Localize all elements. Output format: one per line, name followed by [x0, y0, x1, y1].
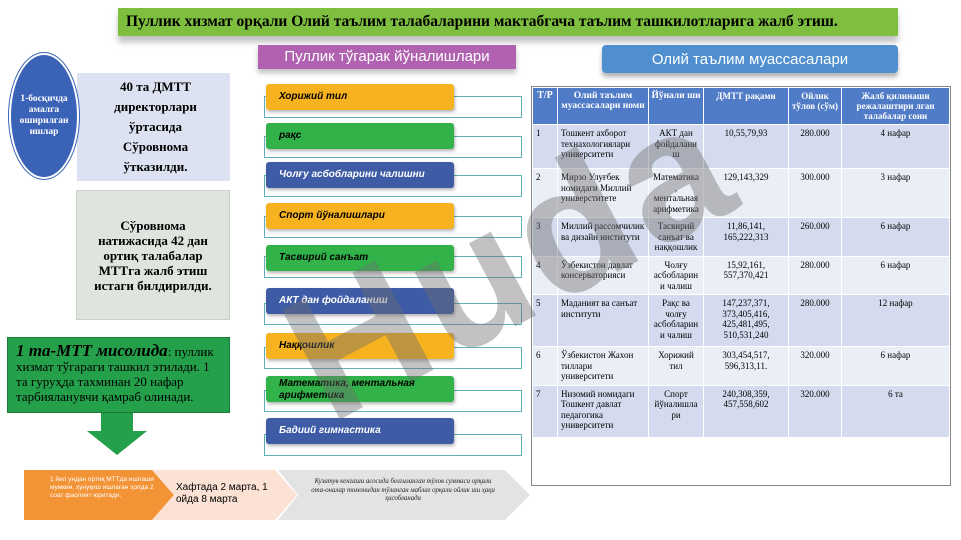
process-step-3: Кузатув кенгаши асосида белгиланган тўло…: [278, 470, 530, 520]
direction-item: Спорт йўналишлари: [266, 203, 454, 229]
table-cell: 3 нафар: [841, 168, 950, 218]
direction-item: Наққошлик: [266, 333, 454, 359]
table-cell: 280.000: [788, 124, 842, 169]
column-header: Ойлик тўлов (сўм): [788, 87, 842, 125]
table-cell: 6 нафар: [841, 346, 950, 386]
direction-item: Чолғу асбобларини чалишни: [266, 162, 454, 188]
survey-result-box: Сўровнома натижасида 42 дан ортиқ талаба…: [76, 190, 230, 320]
process-step-1: 1 йил ундан ортиқ МТТда ишлаши мумкин, х…: [24, 470, 179, 520]
down-arrow-icon: [87, 413, 147, 455]
circles-section-header: Пуллик тўгарак йўналишлари: [258, 45, 516, 69]
table-cell: Ўзбекистон Жахон тиллари университети: [557, 346, 649, 386]
table-cell: 129,143,329: [703, 168, 789, 218]
column-header: Жалб қилинаши режалаштири лган талабалар…: [841, 87, 950, 125]
table-cell: 300.000: [788, 168, 842, 218]
table-cell: 320.000: [788, 384, 842, 438]
direction-item: рақс: [266, 123, 454, 149]
survey-line: Сўровнома: [122, 139, 189, 154]
table-cell: 6 та: [841, 384, 950, 438]
direction-item: Математика, ментальная арифметика: [266, 376, 454, 402]
example-note-lead: 1 та-МТТ мисолида: [16, 341, 168, 360]
survey-result-text: Сўровнома натижасида 42 дан ортиқ талаба…: [94, 217, 212, 293]
survey-line: ўртасида: [129, 119, 182, 134]
stage-circle: 1-босқичда амалга оширилган ишлар: [9, 53, 79, 179]
table-cell: Математика , ментальная арифметика: [648, 168, 704, 218]
process-step-2: Хафтада 2 марта, 1 ойда 8 марта: [152, 470, 297, 520]
table-cell: 7: [532, 384, 558, 438]
universities-table: Т/Р Олий таълим муассасалари номи Йўнали…: [531, 86, 951, 486]
table-cell: 240,308,359, 457,558,602: [703, 384, 789, 438]
table-cell: Мирзо Улуғбек номидаги Миллий универстит…: [557, 168, 649, 218]
table-cell: 15,92,161, 557,370,421: [703, 255, 789, 295]
table-cell: 147,237,371, 373,405,416, 425,481,495, 5…: [703, 294, 789, 347]
table-cell: Ўзбекистон давлат консерваторияси: [557, 255, 649, 295]
table-cell: 6: [532, 346, 558, 386]
survey-line: 40 та ДМТТ директорлари: [114, 79, 197, 114]
survey-info-box: 40 та ДМТТ директорлари ўртасида Сўровно…: [77, 73, 230, 181]
table-cell: 3: [532, 217, 558, 257]
page-title: Пуллик хизмат орқали Олий таълим талабал…: [118, 8, 898, 36]
table-cell: 6 нафар: [841, 217, 950, 257]
table-cell: Рақс ва чолғу асбобларин и чалиш: [648, 294, 704, 347]
table-cell: 10,55,79,93: [703, 124, 789, 169]
table-cell: 5: [532, 294, 558, 347]
table-cell: Маданият ва санъат институти: [557, 294, 649, 347]
table-cell: Хорижий тил: [648, 346, 704, 386]
table-cell: Чолғу асбобларин и чалиш: [648, 255, 704, 295]
table-cell: 11,86,141, 165,222,313: [703, 217, 789, 257]
table-cell: 6 нафар: [841, 255, 950, 295]
table-cell: 280.000: [788, 255, 842, 295]
direction-item: Бадиий гимнастика: [266, 418, 454, 444]
table-cell: 303,454,517, 596,313,11.: [703, 346, 789, 386]
direction-item: Хорижий тил: [266, 84, 454, 110]
table-cell: 280.000: [788, 294, 842, 347]
column-header: Т/Р: [532, 87, 558, 125]
table-cell: 260.000: [788, 217, 842, 257]
table-cell: Тасвирий санъат ва наққошлик: [648, 217, 704, 257]
table-header-row: Т/Р Олий таълим муассасалари номи Йўнали…: [532, 87, 950, 125]
table-cell: 12 нафар: [841, 294, 950, 347]
column-header: ДМТТ рақами: [703, 87, 789, 125]
table-cell: Миллий рассомчилик ва дизайн институти: [557, 217, 649, 257]
universities-section-header: Олий таълим муассасалари: [602, 45, 898, 73]
column-header: Олий таълим муассасалари номи: [557, 87, 649, 125]
table-cell: 2: [532, 168, 558, 218]
example-note-box: 1 та-МТТ мисолида: пуллик хизмат тўгараг…: [7, 337, 230, 413]
column-header: Йўнали ши: [648, 87, 704, 125]
table-cell: Спорт йўналишла ри: [648, 384, 704, 438]
table-cell: 4 нафар: [841, 124, 950, 169]
table-cell: 4: [532, 255, 558, 295]
table-cell: АКТ дан фойдалани ш: [648, 124, 704, 169]
table-cell: 1: [532, 124, 558, 169]
table-cell: Низомий номидаги Тошкент давлат педагоги…: [557, 384, 649, 438]
example-note-text: : пуллик хизмат тўгараги ташкил этилади.…: [16, 344, 214, 404]
direction-item: АКТ дан фойдаланиш: [266, 288, 454, 314]
survey-line: ўтказилди.: [123, 159, 188, 174]
direction-item: Тасвирий санъат: [266, 245, 454, 271]
table-cell: Тошкент ахборот технахологиялари универс…: [557, 124, 649, 169]
table-cell: 320.000: [788, 346, 842, 386]
